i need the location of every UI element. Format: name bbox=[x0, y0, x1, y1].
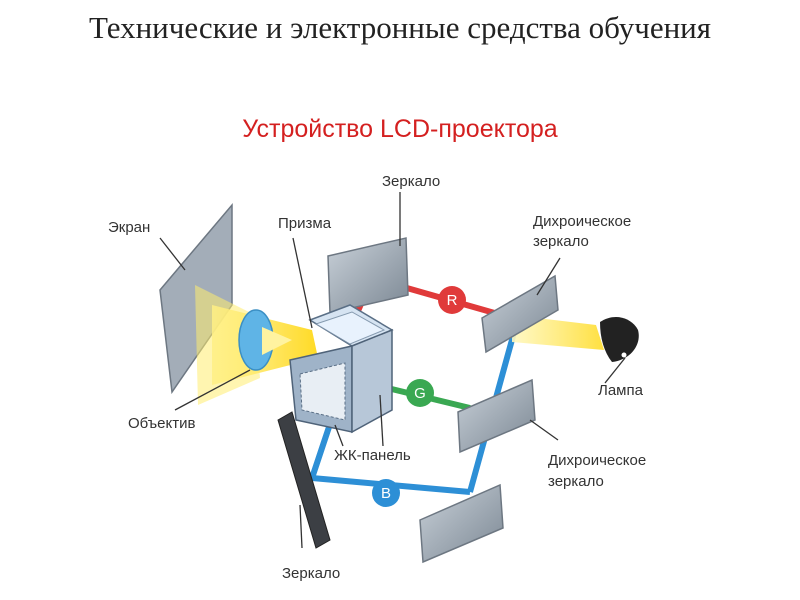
label-lcd-panel: ЖК-панель bbox=[334, 447, 411, 464]
label-dichroic-top-line1: Дихроическое bbox=[533, 213, 631, 230]
red-channel-circle bbox=[438, 286, 466, 314]
label-dichroic-top-line2: зеркало bbox=[533, 233, 589, 250]
label-lens: Объектив bbox=[128, 415, 195, 432]
slide-title: Технические и электронные средства обуче… bbox=[88, 10, 712, 45]
prism-glass bbox=[314, 311, 386, 345]
prism-lcd-front bbox=[299, 362, 346, 421]
label-dichroic-bottom-line1: Дихроическое bbox=[548, 452, 646, 469]
diagram-subtitle: Устройство LCD-проектора bbox=[242, 115, 558, 143]
blue-channel-circle bbox=[372, 479, 400, 507]
leader-lines bbox=[159, 192, 626, 549]
projection-beam-side bbox=[195, 285, 260, 405]
green-channel-circle bbox=[406, 379, 434, 407]
label-mirror-top: Зеркало bbox=[382, 173, 440, 190]
label-dichroic-bottom-line2: зеркало bbox=[548, 473, 604, 490]
dichroic-mirror-top bbox=[481, 274, 559, 354]
label-screen: Экран bbox=[108, 219, 150, 236]
label-prism: Призма bbox=[278, 215, 332, 232]
lens-highlight bbox=[262, 327, 292, 355]
blue-channel-label: B bbox=[381, 485, 391, 502]
red-channel-label: R bbox=[447, 292, 458, 309]
mirror-bottom bbox=[419, 483, 504, 564]
mirror-top bbox=[327, 237, 409, 314]
prism-side bbox=[351, 328, 393, 434]
lcd-panel-left bbox=[277, 411, 331, 549]
green-channel-label: G bbox=[414, 385, 426, 402]
label-lamp: Лампа bbox=[598, 382, 644, 399]
dichroic-mirror-bottom bbox=[457, 378, 536, 454]
lamp bbox=[600, 316, 639, 362]
lamp-dot bbox=[621, 352, 627, 358]
label-mirror-bottom: Зеркало bbox=[282, 565, 340, 582]
